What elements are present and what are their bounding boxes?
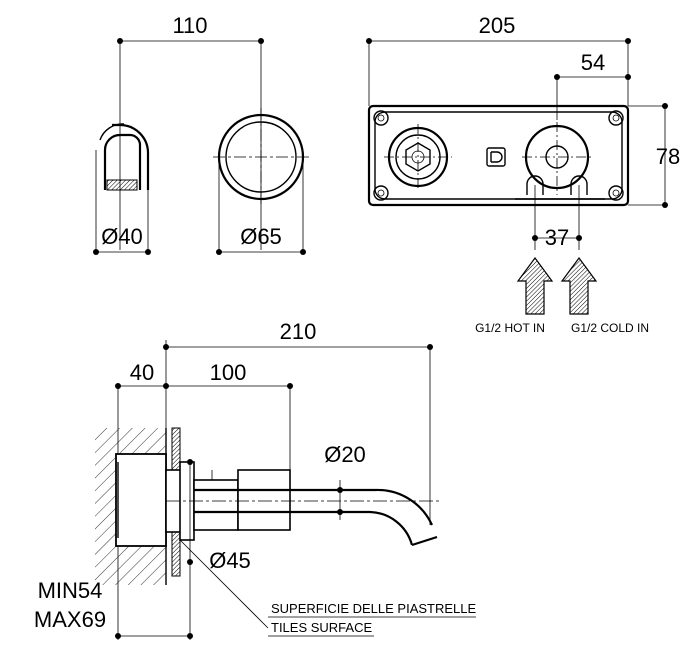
- dim-label-37: 37: [545, 225, 569, 250]
- dim-label-d40: Ø40: [101, 224, 143, 249]
- screw-boss: [373, 110, 389, 126]
- dim-label-d20: Ø20: [324, 442, 366, 467]
- cold-inlet-boss: [570, 175, 588, 195]
- cold-inlet-arrow-icon: [560, 256, 598, 315]
- dim-label-d45: Ø45: [209, 548, 251, 573]
- dim-dot: [187, 559, 193, 565]
- dim-label-d65: Ø65: [240, 224, 282, 249]
- side-view: 210 40 100 Ø20: [34, 319, 477, 640]
- dim-dot: [115, 633, 121, 639]
- dim-dot: [337, 487, 343, 493]
- screw-boss: [608, 110, 624, 126]
- plate-inner: [374, 111, 623, 200]
- dim-label-205: 205: [479, 13, 516, 38]
- dim-dot: [187, 459, 193, 465]
- screw-hole: [612, 114, 620, 122]
- spout-outline: [112, 123, 150, 190]
- screw-hole: [377, 189, 385, 197]
- spout-inner: [103, 133, 142, 190]
- concealed-body: [115, 453, 167, 547]
- brand-logo-icon: [486, 147, 506, 167]
- spout-pipe-top: [194, 488, 434, 526]
- dim-label-210: 210: [280, 319, 317, 344]
- hot-inlet-boss: [526, 175, 544, 195]
- plate-outer: [367, 104, 630, 207]
- dim-label-40: 40: [130, 360, 154, 385]
- concealed-body-view: 205 54 78: [366, 13, 680, 335]
- dim-label-54: 54: [581, 50, 605, 75]
- screw-hole: [377, 114, 385, 122]
- hot-inlet-arrow-icon: [516, 256, 554, 315]
- aerator: [106, 179, 138, 191]
- leader-line: [179, 539, 269, 629]
- dim-label-100: 100: [210, 360, 247, 385]
- spout-front-view: 110 Ø40: [93, 13, 264, 255]
- spout-sleeve: [237, 469, 291, 531]
- screw-boss: [373, 185, 389, 201]
- outlet-hex: [405, 142, 431, 172]
- dim-dot: [625, 74, 631, 80]
- hot-inlet-label: G1/2 HOT IN: [475, 321, 545, 335]
- tiles-surface-note-en: TILES SURFACE: [271, 620, 372, 635]
- spout-tip: [411, 535, 438, 547]
- dim-label-min: MIN54: [38, 578, 103, 603]
- screw-boss: [608, 185, 624, 201]
- screw-hole: [612, 189, 620, 197]
- dim-dot: [337, 509, 343, 515]
- spout-collar: [193, 479, 239, 531]
- spout-curve: [99, 123, 125, 141]
- tiles-surface-note-it: SUPERFICIE DELLE PIASTRELLE: [271, 601, 477, 616]
- dim-label-110: 110: [172, 13, 207, 38]
- dim-label-78: 78: [656, 144, 680, 169]
- dim-label-max: MAX69: [34, 607, 106, 632]
- cold-inlet-label: G1/2 COLD IN: [571, 321, 649, 335]
- handle-front-view: Ø65: [213, 108, 309, 255]
- spout-pipe-bottom: [194, 510, 414, 546]
